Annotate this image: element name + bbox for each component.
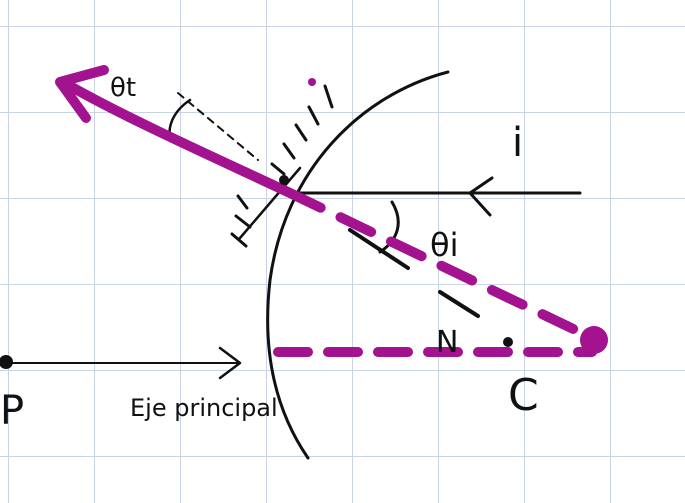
axis-arrow-icon bbox=[218, 346, 242, 380]
ink-dot bbox=[308, 78, 316, 86]
normal-line bbox=[348, 228, 480, 318]
object-point bbox=[0, 355, 13, 369]
spherical-surface bbox=[266, 70, 450, 460]
radius-dashed-magenta bbox=[285, 188, 597, 343]
theta-i-arc bbox=[378, 200, 400, 254]
theta-i-label: θi bbox=[430, 226, 458, 264]
incidence-point bbox=[279, 175, 289, 185]
center-point bbox=[503, 337, 513, 347]
normal-extension-dashed bbox=[177, 92, 259, 161]
surface-hatching bbox=[230, 84, 334, 248]
object-label: P bbox=[0, 388, 24, 434]
center-label: C bbox=[508, 370, 539, 421]
incident-ray-label: i bbox=[512, 120, 523, 166]
normal-label: N bbox=[436, 325, 458, 360]
incident-arrow-icon bbox=[468, 176, 494, 217]
axis-label: Eje principal bbox=[130, 394, 278, 422]
refracted-arrow-icon bbox=[55, 65, 109, 123]
tangent-line bbox=[238, 166, 302, 240]
refracted-ray bbox=[65, 81, 295, 198]
magenta-end-dot bbox=[580, 326, 608, 354]
theta-t-label: θt bbox=[110, 73, 136, 103]
